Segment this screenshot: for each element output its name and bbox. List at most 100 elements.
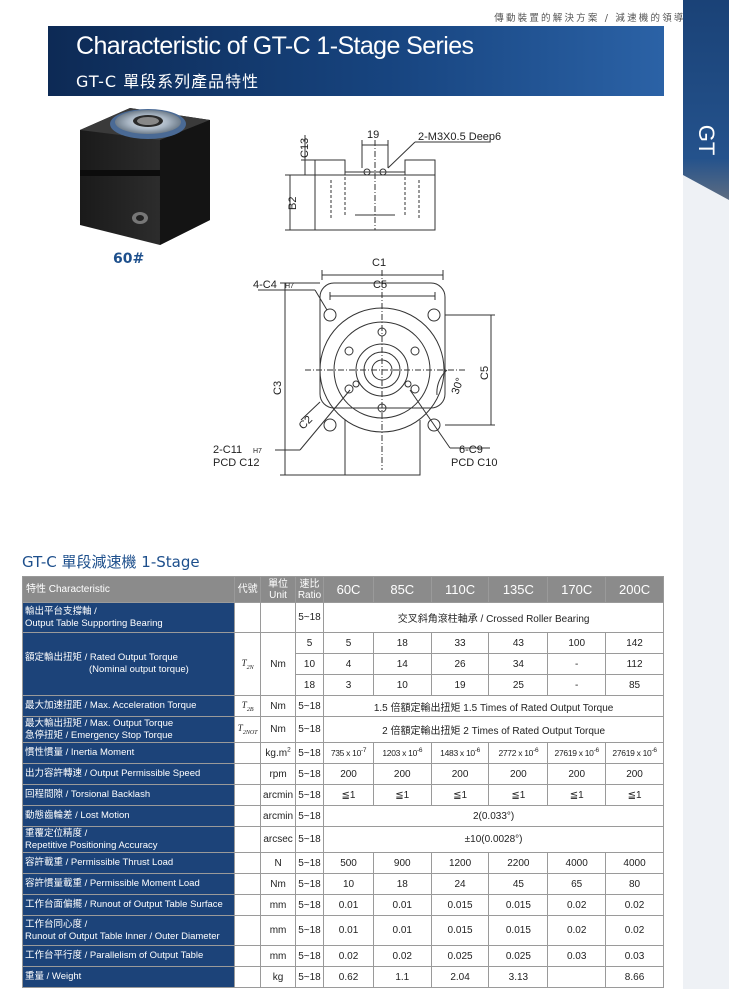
dim-c5-top-label: C5 [373,279,387,291]
value-cell: 0.015 [430,894,490,916]
code-cell [233,742,262,764]
unit-text: kg.m [265,747,288,759]
header-unit-zh: 單位 [268,578,289,590]
value-cell: 3.13 [488,966,549,988]
value-cell: 27619 x 10-6 [547,742,607,764]
technical-drawing: 19 2-M3X0.5 Deep6 C13 B2 C1 C5 4-C4 H7 C… [213,129,501,476]
label-line: 工作台同心度 / [25,918,88,930]
value-cell: 142 [605,632,664,654]
value-exponent: -6 [474,747,480,755]
value-base: 1203 x 10 [382,748,417,758]
dim-pcd-c10-label: PCD C10 [451,457,497,469]
row-label: 重覆定位精度 /Repetitive Positioning Accuracy [22,826,235,853]
unit-cell [260,602,296,633]
value-cell: 1200 [430,852,490,874]
value-cell: 43 [488,632,549,654]
header-model: 60C [323,576,374,603]
unit-cell: mm [260,894,296,916]
value-cell: 1.5 倍額定輸出扭矩 1.5 Times of Rated Output To… [323,695,664,717]
code-cell [233,894,262,916]
value-cell: 0.01 [372,915,432,946]
value-cell: ≦1 [430,784,490,806]
value-cell: - [547,674,607,696]
value-cell: 900 [372,852,432,874]
ratio-cell: 5~18 [294,784,325,806]
dim-c3-label: C3 [272,381,284,395]
row-label: 工作台同心度 /Runout of Output Table Inner / O… [22,915,235,946]
unit-cell: kg [260,966,296,988]
value-cell: 100 [547,632,607,654]
value-cell: 500 [323,852,374,874]
value-cell: 0.02 [605,894,664,916]
value-base: 735 x 10 [330,748,362,758]
header-unit-en: Unit [269,589,287,601]
value-cell: 85 [605,674,664,696]
header-ratio-en: Ratio [297,589,322,601]
dim-c4-label: 4-C4 [253,279,277,291]
value-cell: ≦1 [605,784,664,806]
value-cell: 80 [605,873,664,895]
unit-cell: Nm [260,716,296,743]
section-title: GT-C 單段減速機 1-Stage [22,553,200,571]
ratio-cell: 5 [294,632,325,654]
unit-cell: Nm [260,873,296,895]
brand-tagline: 傳動裝置的解決方案 / 減速機的領導品牌 [494,13,709,24]
value-cell: 10 [372,674,432,696]
ratio-cell: 5~18 [294,826,325,853]
code-subscript: 2N [246,664,254,671]
label-line: (Nominal output torque) [89,664,189,675]
row-label: 慣性慣量 / Inertia Moment [22,742,235,764]
table-row: 出力容許轉速 / Output Permissible Speed rpm 5~… [22,763,664,785]
value-cell: 0.03 [547,945,607,967]
value-cell: 0.02 [372,945,432,967]
value-cell: 735 x 10-7 [323,742,374,764]
header-code: 代號 [233,576,262,603]
value-cell: 0.03 [605,945,664,967]
value-exponent: -6 [533,747,539,755]
dim-c4-h7-label: H7 [285,283,294,290]
model-label: 60# [113,251,145,267]
table-row: 工作台面偏擺 / Runout of Output Table Surface … [22,894,664,916]
value-cell: 2 倍額定輸出扭矩 2 Times of Rated Output Torque [323,716,664,743]
value-cell: 0.025 [488,945,549,967]
value-cell: 25 [488,674,549,696]
row-label: 最大加速扭距 / Max. Acceleration Torque [22,695,235,717]
value-base: 27619 x 10 [554,748,594,758]
tap-label: 2-M3X0.5 Deep6 [418,131,501,143]
code-cell [233,763,262,785]
value-exponent: -6 [651,747,657,755]
angle-label: 30° [450,376,467,396]
value-cell: 34 [488,653,549,675]
value-cell: 4000 [605,852,664,874]
ratio-cell: 5~18 [294,716,325,743]
ratio-cell: 5~18 [294,966,325,988]
value-cell: - [547,653,607,675]
code-cell [233,826,262,853]
header-model: 170C [547,576,607,603]
value-cell: 24 [430,873,490,895]
row-label: 工作台平行度 / Parallelism of Output Table [22,945,235,967]
value-exponent: -6 [417,747,423,755]
page-title-en: Characteristic of GT-C 1-Stage Series [76,32,474,60]
header-characteristic: 特性 Characteristic [22,576,235,603]
table-row: 回程間隙 / Torsional Backlash arcmin 5~18 ≦1… [22,784,664,806]
value-cell: ≦1 [547,784,607,806]
value-cell: ±10(0.0028°) [323,826,664,853]
code-symbol: T [237,723,243,734]
row-label: 重量 / Weight [22,966,235,988]
value-cell: ≦1 [372,784,432,806]
value-cell: 4 [323,653,374,675]
unit-cell: rpm [260,763,296,785]
unit-cell: mm [260,945,296,967]
row-label: 輸出平台支撐軸 /Output Table Supporting Bearing [22,602,235,633]
value-cell: 45 [488,873,549,895]
dim-pcd-c12-label: PCD C12 [213,457,259,469]
value-cell: 18 [372,873,432,895]
label-line: 急停扭矩 / Emergency Stop Torque [25,729,173,741]
row-label: 工作台面偏擺 / Runout of Output Table Surface [22,894,235,916]
value-base: 27619 x 10 [612,748,652,758]
value-cell: 0.015 [488,894,549,916]
row-label: 動態齒輪差 / Lost Motion [22,805,235,827]
